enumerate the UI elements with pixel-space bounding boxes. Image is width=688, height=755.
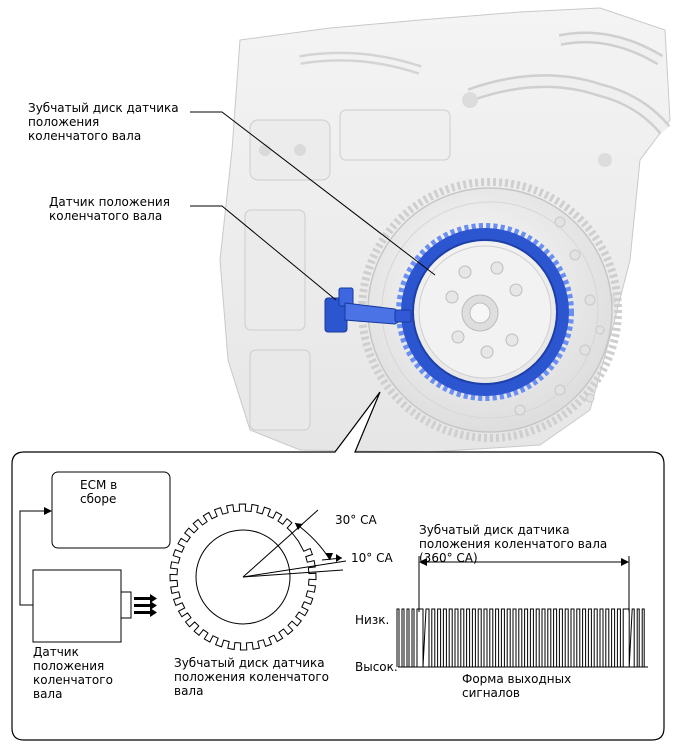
ecm-box	[51, 471, 171, 549]
high-level-label: Высок.	[355, 660, 398, 674]
callout-leaders	[190, 111, 436, 301]
period-dimension	[418, 556, 630, 612]
flywheel-hub	[418, 245, 552, 379]
sensor-box	[32, 569, 122, 643]
reluctor-inner-circle	[195, 529, 291, 625]
output-waveform	[396, 608, 648, 668]
signal-wire	[19, 510, 46, 606]
angle-30-label: 30° CA	[335, 513, 377, 527]
triple-arrow-right-icon	[134, 594, 157, 617]
angle-arrowheads	[295, 523, 342, 562]
low-level-label: Низк.	[355, 613, 389, 627]
signal-wire-arrowhead	[44, 507, 52, 515]
period-dimension-arrows	[419, 558, 629, 566]
crank-sensor-highlight	[324, 287, 412, 333]
angle-10-label: 10° CA	[351, 551, 393, 565]
sensor-tip	[120, 591, 132, 619]
